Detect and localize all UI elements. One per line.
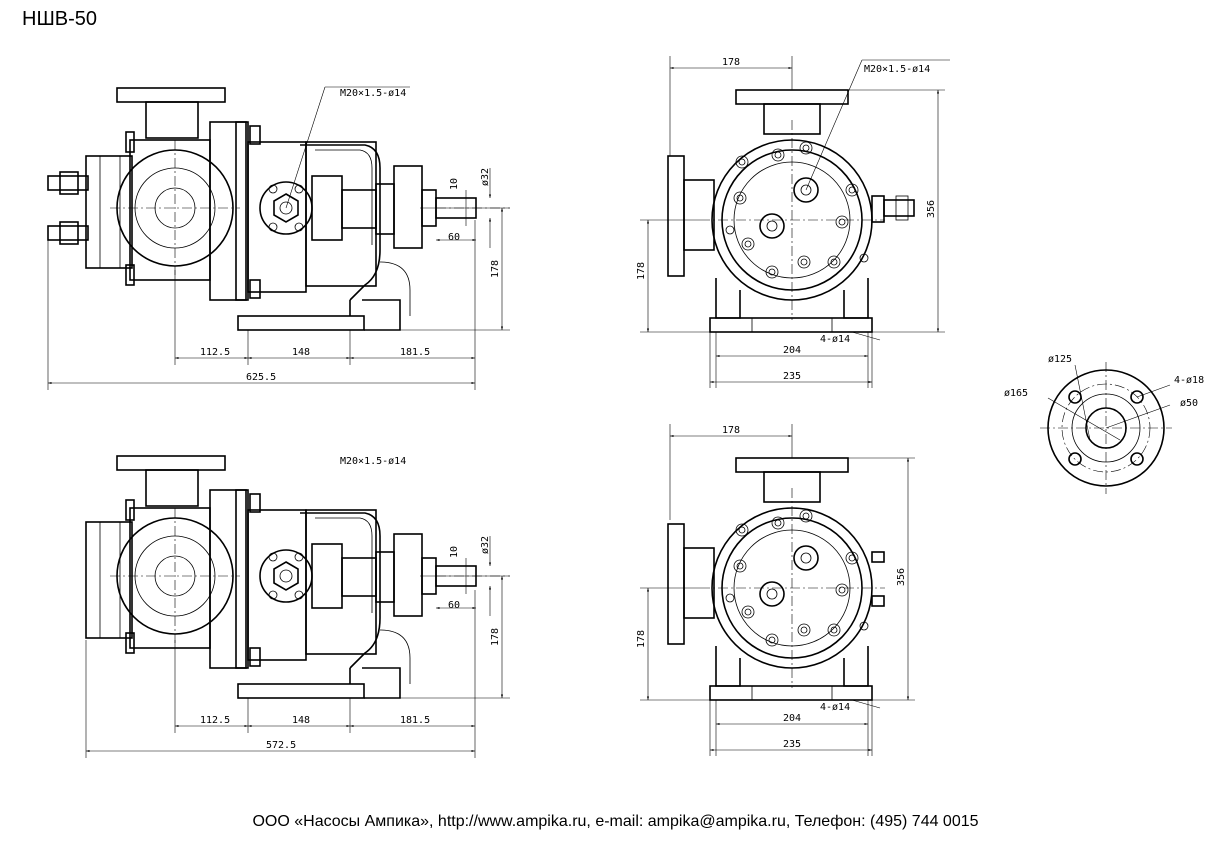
holes-base-top: 4-ø14 — [820, 334, 850, 345]
d3-bottom: 181.5 — [400, 715, 430, 726]
shaft-len-top: 60 — [448, 232, 460, 243]
thread-callout-bottom: M20×1.5-ø14 — [340, 456, 406, 467]
side-view-bottom — [85, 455, 511, 758]
axis-h-top: 178 — [490, 260, 501, 278]
thread-callout-front: M20×1.5-ø14 — [864, 64, 930, 75]
company-footer: ООО «Насосы Ампика», http://www.ampika.r… — [252, 813, 979, 830]
axis-front-top: 178 — [636, 262, 647, 280]
d1-bottom: 112.5 — [200, 715, 230, 726]
flange-holes: 4-ø18 — [1174, 375, 1204, 386]
total-bottom: 572.5 — [266, 740, 296, 751]
shaft-d-top: ø32 — [480, 168, 491, 186]
thread-callout-top: M20×1.5-ø14 — [340, 88, 406, 99]
front-view-top — [640, 56, 950, 388]
drawing-title: НШВ-50 — [22, 8, 98, 30]
height-top: 356 — [926, 200, 937, 218]
d2-bottom: 148 — [292, 715, 310, 726]
d2-top: 148 — [292, 347, 310, 358]
flange-d165: ø165 — [1004, 388, 1028, 399]
d3-top: 181.5 — [400, 347, 430, 358]
base-inner-top: 204 — [783, 345, 801, 356]
flange-d125: ø125 — [1048, 354, 1072, 365]
base-outer-bottom: 235 — [783, 739, 801, 750]
base-inner-bottom: 204 — [783, 713, 801, 724]
shaft-d-bottom: ø32 — [480, 536, 491, 554]
height-bottom: 356 — [896, 568, 907, 586]
key-dim-top: 10 — [449, 178, 460, 190]
side-view-top — [47, 86, 511, 390]
holes-base-bottom: 4-ø14 — [820, 702, 850, 713]
axis-h-bottom: 178 — [490, 628, 501, 646]
total-top: 625.5 — [246, 372, 276, 383]
flange-offset-top: 178 — [722, 57, 740, 68]
flange-offset-bottom: 178 — [722, 425, 740, 436]
front-view-bottom — [640, 424, 915, 756]
flange-d50: ø50 — [1180, 398, 1198, 409]
dimension-labels: M20×1.5-ø14 M20×1.5-ø14 M20×1.5-ø14 10 ø… — [200, 57, 1204, 751]
axis-front-bottom: 178 — [636, 630, 647, 648]
flange-detail — [1040, 362, 1172, 494]
key-dim-bottom: 10 — [449, 546, 460, 558]
shaft-len-bottom: 60 — [448, 600, 460, 611]
base-outer-top: 235 — [783, 371, 801, 382]
d1-top: 112.5 — [200, 347, 230, 358]
